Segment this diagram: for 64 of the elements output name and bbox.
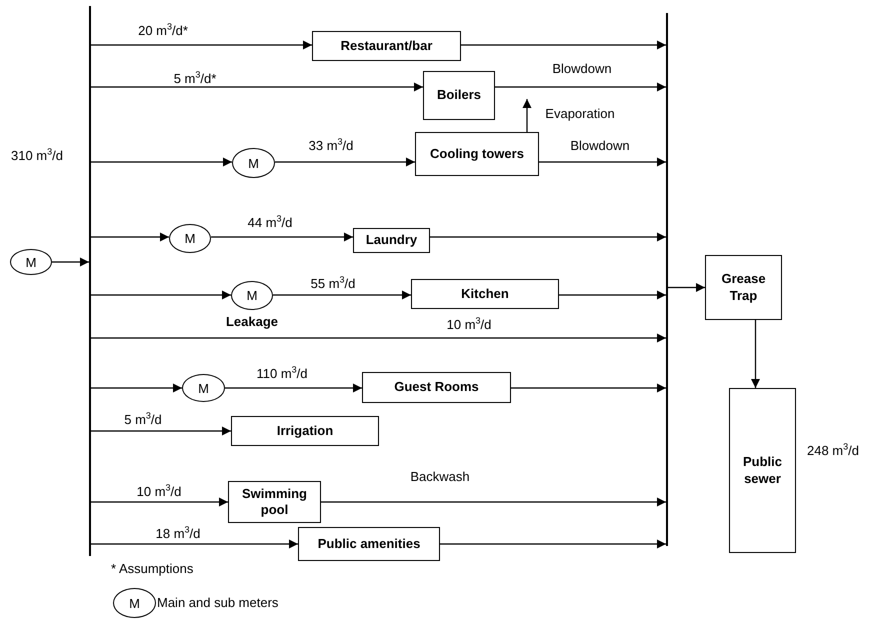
meter-ellipse: M [10,249,52,275]
flow-arrow [539,158,666,166]
edge-label: Blowdown [550,62,614,76]
process-box: Irrigation [231,416,379,446]
flow-arrow [225,384,362,392]
legend-text: Main and sub meters [157,596,278,610]
process-box: Swimming pool [228,481,321,523]
flow-name-label: Leakage [226,314,278,330]
flow-arrow [522,99,532,132]
edge-label: 33 m$^{3}$/d [306,138,356,154]
process-box: Public sewer [729,388,796,553]
flow-arrow [440,540,666,548]
flow-rate-label: 310 m$^{3}$/d [11,148,63,164]
pipe-header-line [89,6,91,556]
meter-ellipse: M [182,374,225,402]
flow-arrow [273,290,411,300]
meter-ellipse: M [169,224,211,253]
flow-arrow [461,40,666,50]
flow-arrow [495,82,666,92]
flow-arrow [91,334,666,342]
flow-arrow [430,232,666,242]
flow-arrow [211,232,353,242]
flow-arrow [91,158,232,166]
process-box: Cooling towers [415,132,539,176]
flow-arrow [91,384,182,392]
meter-ellipse: M [231,281,273,310]
pipe-header-line [666,13,668,546]
flow-arrow [91,40,312,50]
flow-arrow [52,258,89,266]
flow-rate-label: 248 m$^{3}$/d [807,444,859,458]
flow-arrow [91,290,231,300]
flow-arrow [751,320,760,388]
edge-label: 10 m$^{3}$/d [444,318,494,332]
process-box: Kitchen [411,279,559,309]
meter-ellipse: M [113,588,156,618]
flow-arrow [559,290,666,300]
meter-ellipse: M [232,148,275,178]
flow-arrow [91,82,423,92]
edge-label: Blowdown [568,138,632,154]
flow-arrow [321,498,666,506]
process-box: Restaurant/bar [312,31,461,61]
edge-label: 44 m$^{3}$/d [246,216,294,230]
process-box: Public amenities [298,527,440,561]
edge-label: 20 m$^{3}$/d* [136,24,190,38]
flow-arrow [91,426,231,436]
process-box: Guest Rooms [362,372,511,403]
edge-label: Backwash [408,470,472,484]
flow-arrow [91,540,298,548]
flow-arrow [91,232,169,242]
edge-label: 55 m$^{3}$/d [308,276,358,292]
edge-label: Evaporation [543,106,617,122]
edge-label: 10 m$^{3}$/d [134,484,184,500]
process-box: Laundry [353,228,430,253]
edge-label: 5 m$^{3}$/d [122,412,164,428]
flow-arrow [275,158,415,166]
flow-arrow [668,283,705,292]
edge-label: 18 m$^{3}$/d [154,526,202,542]
flow-arrow [511,384,666,392]
process-box: Boilers [423,71,495,120]
process-box: Grease Trap [705,255,782,320]
edge-label: 5 m$^{3}$/d* [172,72,218,86]
flow-arrow [91,498,228,506]
footnote: * Assumptions [111,562,194,576]
edge-label: 110 m$^{3}$/d [254,366,310,382]
